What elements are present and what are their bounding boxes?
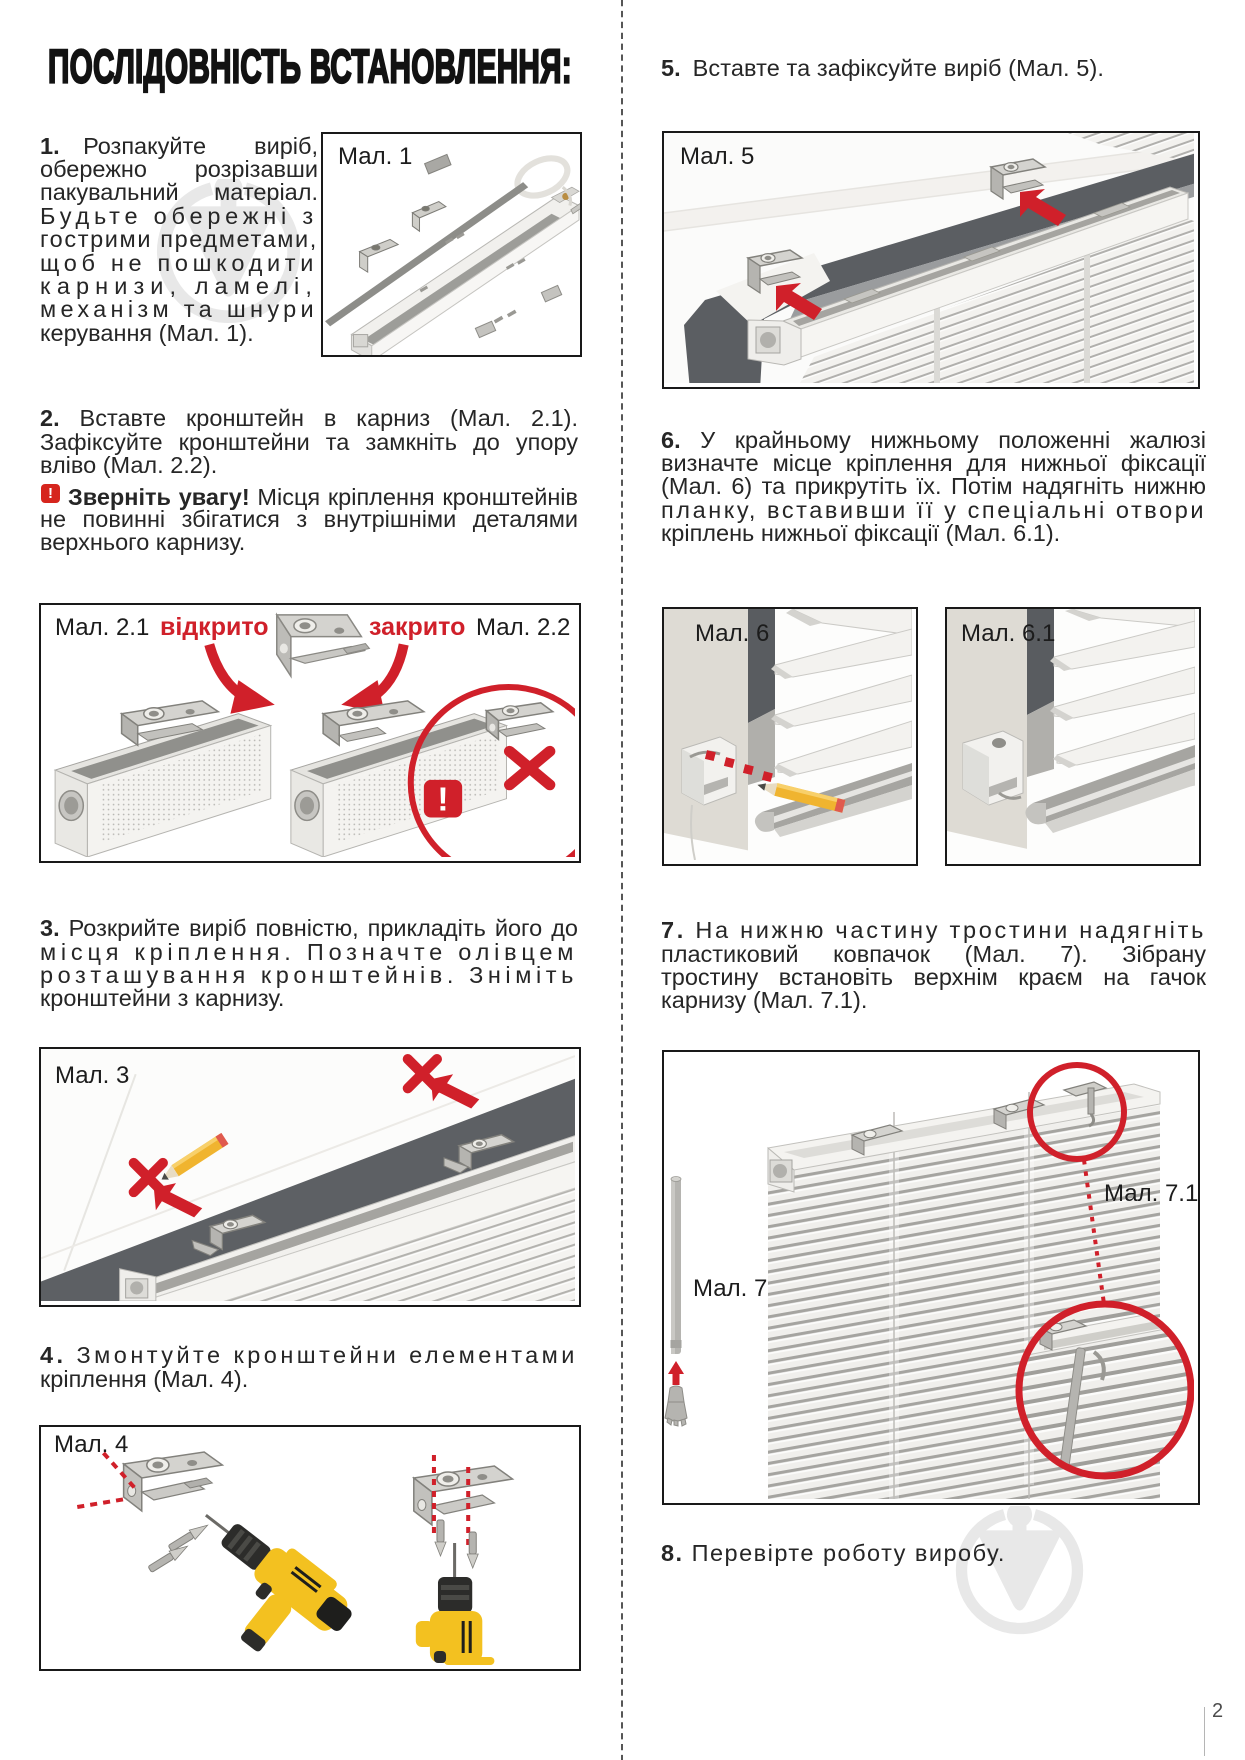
svg-text:!: ! xyxy=(437,781,448,819)
